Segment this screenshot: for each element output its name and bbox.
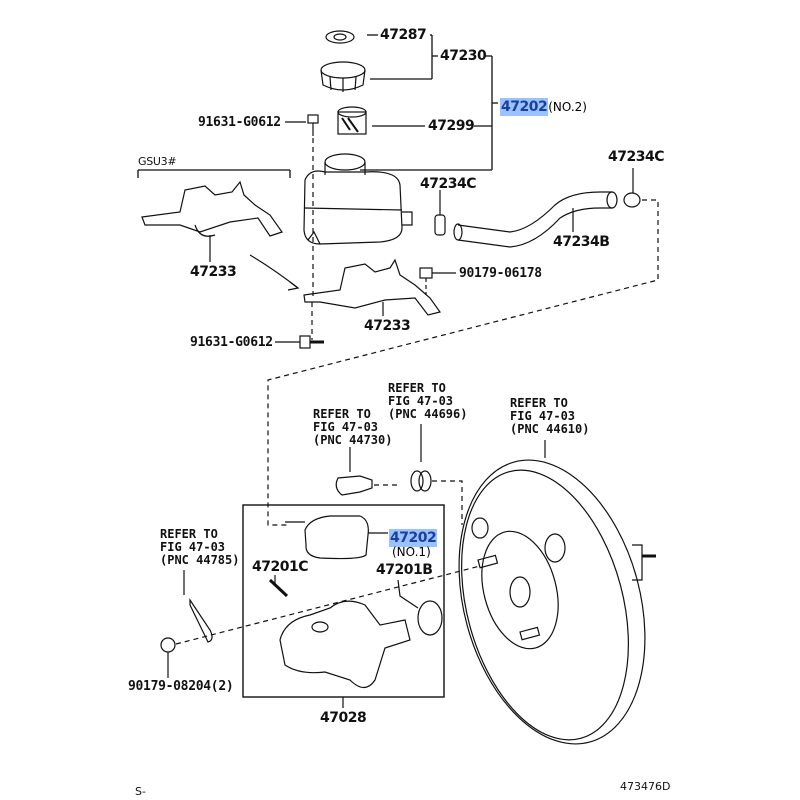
oring-47201b: [397, 579, 443, 636]
ref-pnc-44785[interactable]: REFER TO FIG 47-03 (PNC 44785): [160, 527, 240, 567]
label-91631-g0612-bottom[interactable]: 91631-G0612: [190, 335, 273, 350]
label-91631-g0612-top[interactable]: 91631-G0612: [198, 115, 281, 130]
bracket-47233-right: [303, 258, 442, 316]
label-47230[interactable]: 47230: [440, 48, 487, 64]
ref-leader-lines: [183, 424, 546, 595]
reservoir-cap: [320, 61, 366, 92]
label-47202-no2[interactable]: 47202(NO.2): [500, 96, 587, 116]
ref-pnc-44730[interactable]: REFER TO FIG 47-03 (PNC 44730): [313, 407, 393, 447]
label-47201c[interactable]: 47201C: [252, 559, 308, 575]
nut-90179-06178: [419, 267, 456, 295]
highlighted-part-number[interactable]: 47202: [500, 98, 549, 116]
grommet-44696: [410, 470, 463, 525]
part-note: (NO.1): [392, 545, 431, 559]
label-47202-no1[interactable]: 47202: [389, 527, 438, 547]
bracket-47233-left: [141, 180, 283, 262]
label-47234c-right[interactable]: 47234C: [608, 149, 664, 165]
dashed-axis: [175, 565, 481, 645]
footer-left-code: S-: [135, 785, 146, 798]
hose-47234b: [453, 191, 618, 248]
label-gsu3: GSU3#: [138, 155, 177, 168]
strainer: [337, 106, 367, 135]
label-47234c-left[interactable]: 47234C: [420, 176, 476, 192]
master-cylinder-body: [279, 600, 411, 689]
label-47201b[interactable]: 47201B: [376, 562, 433, 578]
dashed-connection: [267, 199, 659, 526]
gasket-47287: [325, 30, 355, 44]
label-47233-left[interactable]: 47233: [190, 264, 237, 280]
label-47028[interactable]: 47028: [320, 710, 367, 726]
clamp-right: [623, 168, 641, 208]
brake-booster: [458, 459, 656, 745]
grommet-44730: [335, 475, 400, 496]
bolt-bottom: [275, 302, 324, 349]
pin-47201c: [268, 575, 289, 598]
bracket-44785: [160, 598, 213, 678]
ref-pnc-44610[interactable]: REFER TO FIG 47-03 (PNC 44610): [510, 396, 590, 436]
reservoir-tank: [303, 153, 413, 245]
label-90179-08204[interactable]: 90179-08204(2): [128, 679, 234, 694]
label-47233-right[interactable]: 47233: [364, 318, 411, 334]
ref-pnc-44696[interactable]: REFER TO FIG 47-03 (PNC 44696): [388, 381, 468, 421]
figure-number: 473476D: [620, 780, 671, 793]
part-note: (NO.2): [548, 100, 587, 114]
reservoir-no1: [285, 515, 388, 560]
highlighted-part-number[interactable]: 47202: [389, 529, 438, 547]
label-47234b[interactable]: 47234B: [553, 234, 610, 250]
leader-lines-top: [285, 34, 498, 171]
clamp-left: [434, 190, 446, 236]
label-47299[interactable]: 47299: [428, 118, 475, 134]
bolt-top: [307, 114, 319, 300]
gsu3-bracket-frame: [137, 169, 291, 178]
label-90179-06178[interactable]: 90179-06178: [459, 266, 542, 281]
label-47287[interactable]: 47287: [380, 27, 427, 43]
